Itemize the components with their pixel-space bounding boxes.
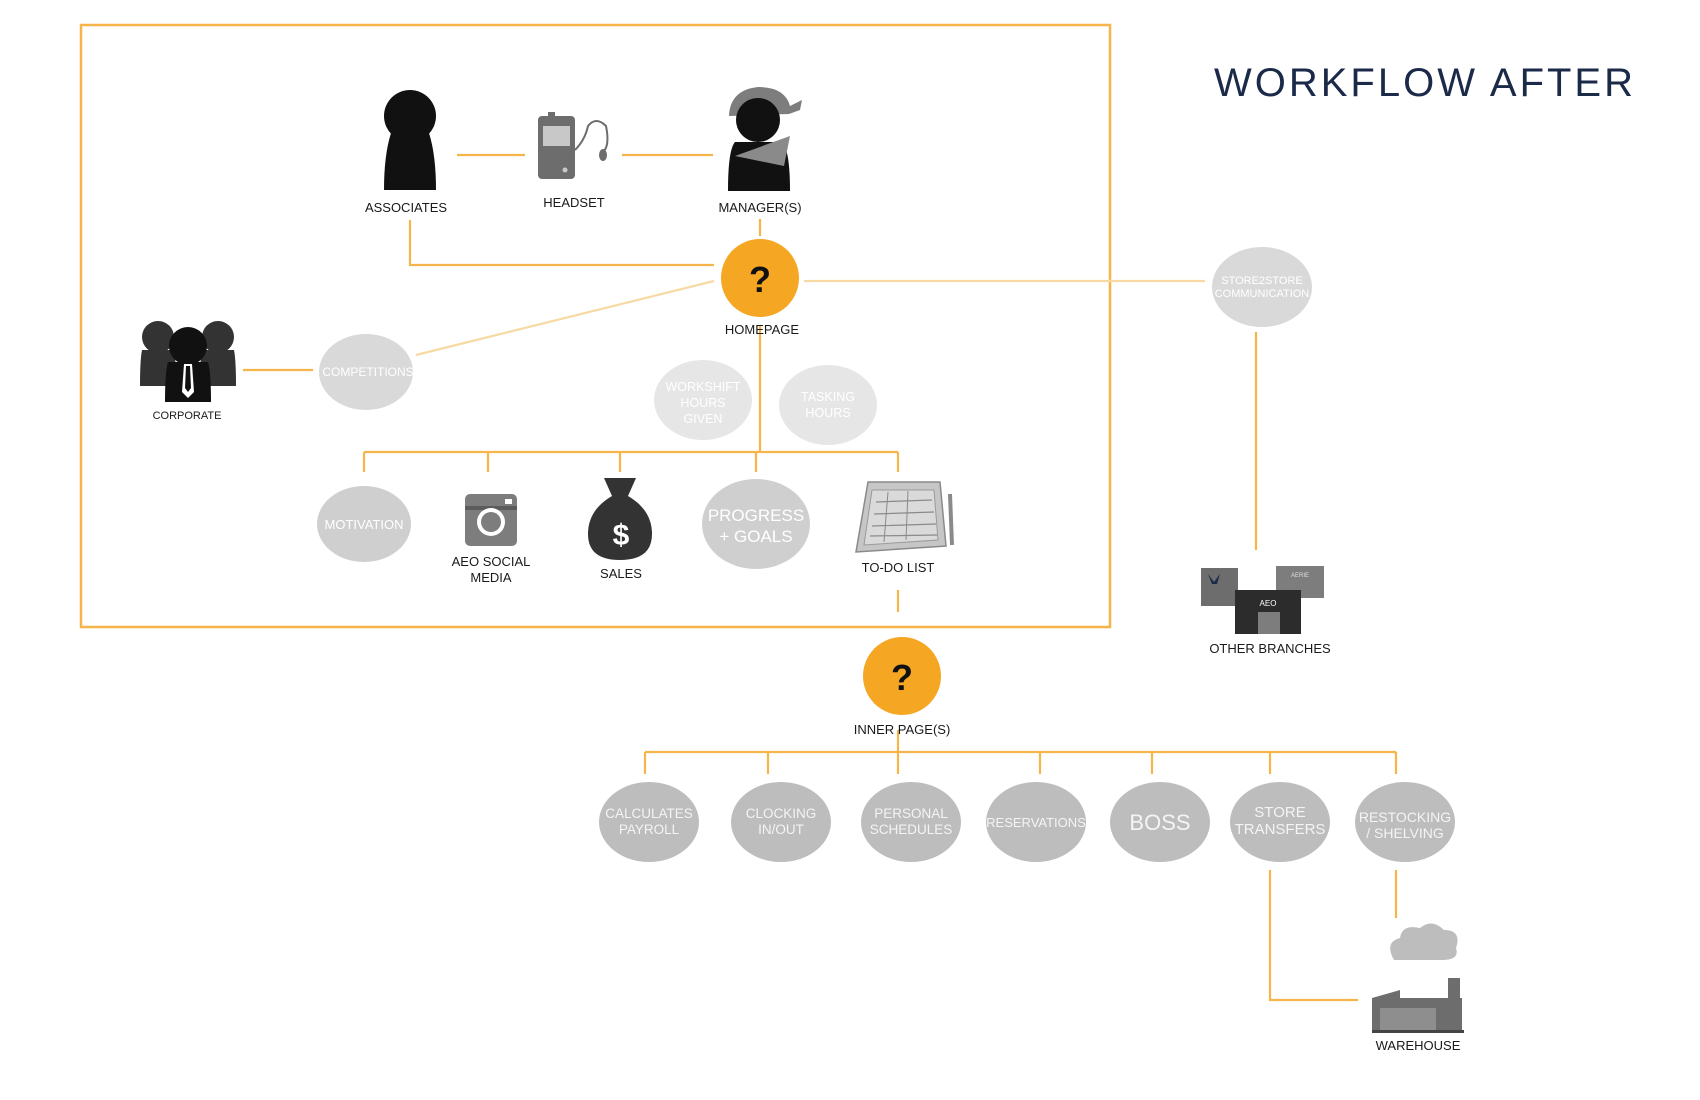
store2store-line-1: STORE2STORE xyxy=(1221,275,1303,287)
corporate-label: CORPORATE xyxy=(153,410,222,422)
manager-icon xyxy=(728,87,802,191)
store-transfers-line-2: TRANSFERS xyxy=(1235,821,1326,838)
clocking-node[interactable]: CLOCKING IN/OUT xyxy=(731,782,831,862)
inner-pages-label: INNER PAGE(S) xyxy=(854,722,951,737)
corporate-group-icon xyxy=(140,321,236,402)
other-branches-node: AERIE AEO OTHER BRANCHES xyxy=(1201,566,1331,656)
camera-icon xyxy=(465,494,517,546)
tasking-hours-node[interactable]: TASKING HOURS xyxy=(779,365,877,445)
aeo-sign: AEO xyxy=(1260,599,1277,608)
social-media-node[interactable]: AEO SOCIAL MEDIA xyxy=(452,494,531,585)
boss-label: BOSS xyxy=(1129,810,1190,835)
todo-label: TO-DO LIST xyxy=(862,560,935,575)
calculates-line-2: PAYROLL xyxy=(619,822,680,837)
workshift-line-1: WORKSHIFT xyxy=(666,380,741,394)
person-icon xyxy=(384,90,436,190)
homepage-scope-frame xyxy=(79,23,1112,629)
tasking-line-2: HOURS xyxy=(805,406,850,420)
store-transfers-line-1: STORE xyxy=(1254,804,1305,821)
homepage-node[interactable]: ? HOMEPAGE xyxy=(721,239,799,337)
reservations-node[interactable]: RESERVATIONS xyxy=(986,782,1086,862)
diagram-title: WORKFLOW AFTER xyxy=(1214,61,1636,105)
store2store-node[interactable]: STORE2STORE COMMUNICATION xyxy=(1212,247,1312,327)
money-bag-icon: $ xyxy=(588,478,652,560)
store-branches-icon: AERIE AEO xyxy=(1201,566,1324,634)
other-branches-label: OTHER BRANCHES xyxy=(1209,641,1331,656)
homepage-label: HOMEPAGE xyxy=(725,322,799,337)
reservations-label: RESERVATIONS xyxy=(986,815,1086,830)
social-line-1: AEO SOCIAL xyxy=(452,554,531,569)
sales-label: SALES xyxy=(600,566,642,581)
clocking-line-1: CLOCKING xyxy=(746,806,817,821)
boss-node[interactable]: BOSS xyxy=(1110,782,1210,862)
managers-label: MANAGER(S) xyxy=(718,200,801,215)
sales-node[interactable]: $ SALES xyxy=(588,478,652,581)
workshift-line-2: HOURS xyxy=(680,396,725,410)
motivation-node[interactable]: MOTIVATION xyxy=(317,486,411,562)
social-line-2: MEDIA xyxy=(470,570,512,585)
dollar-sign: $ xyxy=(613,519,630,552)
headset-node: HEADSET xyxy=(538,112,609,210)
inner-pages-node[interactable]: ? INNER PAGE(S) xyxy=(854,637,951,737)
restocking-line-2: / SHELVING xyxy=(1366,825,1444,841)
associates-label: ASSOCIATES xyxy=(365,200,447,215)
clipboard-list-icon xyxy=(855,481,954,553)
aerie-sign: AERIE xyxy=(1291,573,1309,579)
managers-node: MANAGER(S) xyxy=(718,87,802,215)
inner-pages-circle[interactable] xyxy=(863,637,941,715)
associates-node: ASSOCIATES xyxy=(365,90,447,215)
progress-line-1: PROGRESS xyxy=(708,506,804,525)
progress-goals-node[interactable]: PROGRESS + GOALS xyxy=(702,479,810,569)
personal-schedules-node[interactable]: PERSONAL SCHEDULES xyxy=(861,782,961,862)
competitions-label: COMPETITIONS xyxy=(322,365,413,379)
factory-icon xyxy=(1372,923,1464,1033)
warehouse-node: WAREHOUSE xyxy=(1372,923,1464,1053)
warehouse-label: WAREHOUSE xyxy=(1376,1038,1461,1053)
personal-line-2: SCHEDULES xyxy=(870,822,953,837)
question-icon: ? xyxy=(891,657,913,698)
calculates-line-1: CALCULATES xyxy=(605,806,693,821)
corporate-node: CORPORATE xyxy=(140,321,236,422)
workshift-line-3: GIVEN xyxy=(684,412,723,426)
clocking-line-2: IN/OUT xyxy=(758,822,804,837)
connector-associates-homepage xyxy=(408,220,714,267)
connectors xyxy=(243,153,1398,1002)
connector-storetransfers-warehouse xyxy=(1268,870,1358,1002)
restocking-line-1: RESTOCKING xyxy=(1359,809,1451,825)
store-transfers-node[interactable]: STORE TRANSFERS xyxy=(1230,782,1330,862)
homepage-circle[interactable] xyxy=(721,239,799,317)
connector-homepage-competitions xyxy=(415,279,715,357)
store2store-line-2: COMMUNICATION xyxy=(1215,288,1310,300)
todo-list-node[interactable]: TO-DO LIST xyxy=(855,481,954,575)
progress-line-2: + GOALS xyxy=(719,527,792,546)
headset-label: HEADSET xyxy=(543,195,604,210)
calculates-payroll-node[interactable]: CALCULATES PAYROLL xyxy=(599,782,699,862)
competitions-node[interactable]: COMPETITIONS xyxy=(319,334,414,410)
restocking-node[interactable]: RESTOCKING / SHELVING xyxy=(1355,782,1455,862)
question-icon: ? xyxy=(749,259,771,300)
radio-headset-icon xyxy=(538,112,609,179)
personal-line-1: PERSONAL xyxy=(874,806,948,821)
workshift-hours-node[interactable]: WORKSHIFT HOURS GIVEN xyxy=(654,360,752,440)
motivation-label: MOTIVATION xyxy=(325,517,404,532)
tasking-line-1: TASKING xyxy=(801,390,855,404)
